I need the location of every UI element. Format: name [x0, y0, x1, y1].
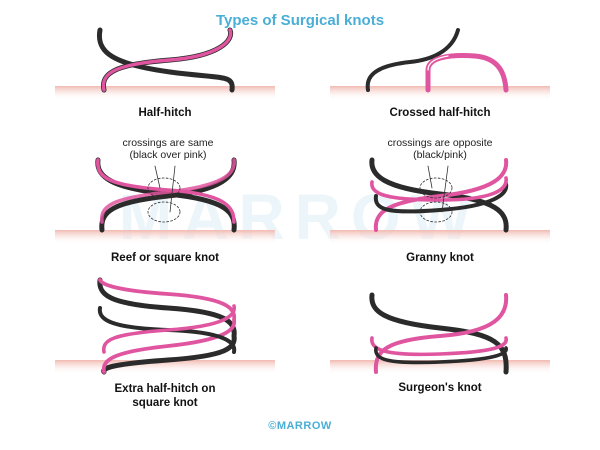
label-granny-knot: Granny knot	[406, 252, 474, 264]
crossed-half-hitch-diagram	[365, 28, 509, 93]
tissue-band-4	[330, 230, 550, 244]
tissue-band-2	[330, 86, 550, 100]
surgeons-knot-diagram	[369, 292, 509, 375]
tissue-band-3	[55, 230, 275, 244]
tissue-bands	[55, 86, 550, 374]
tissue-band-6	[330, 360, 550, 374]
granny-knot-diagram	[369, 157, 509, 233]
label-extra-half-hitch: Extra half-hitch on square knot	[114, 383, 216, 409]
crossing-indicator-left	[419, 177, 453, 199]
reef-knot-diagram	[95, 157, 237, 233]
label-reef-knot: Reef or square knot	[111, 252, 219, 264]
figure-title: Types of Surgical knots	[215, 12, 385, 29]
footer-copyright: ©MARROW	[268, 420, 332, 432]
extra-half-hitch-diagram	[97, 277, 237, 375]
note-granny-knot: crossings are opposite (black/pink)	[387, 137, 493, 161]
label-crossed-half-hitch: Crossed half-hitch	[389, 107, 491, 119]
label-surgeons-knot: Surgeon's knot	[398, 382, 482, 394]
crossing-indicator-right	[419, 201, 453, 223]
tissue-band-5	[55, 360, 275, 374]
half-hitch-diagram	[96, 27, 235, 93]
crossing-indicator-left	[147, 177, 181, 199]
label-half-hitch: Half-hitch	[138, 107, 192, 119]
tissue-band-1	[55, 86, 275, 100]
pointer-lines	[427, 165, 449, 213]
pointer-lines	[154, 165, 176, 213]
note-reef-knot: crossings are same (black over pink)	[122, 137, 214, 161]
crossing-indicator-right	[147, 201, 181, 223]
